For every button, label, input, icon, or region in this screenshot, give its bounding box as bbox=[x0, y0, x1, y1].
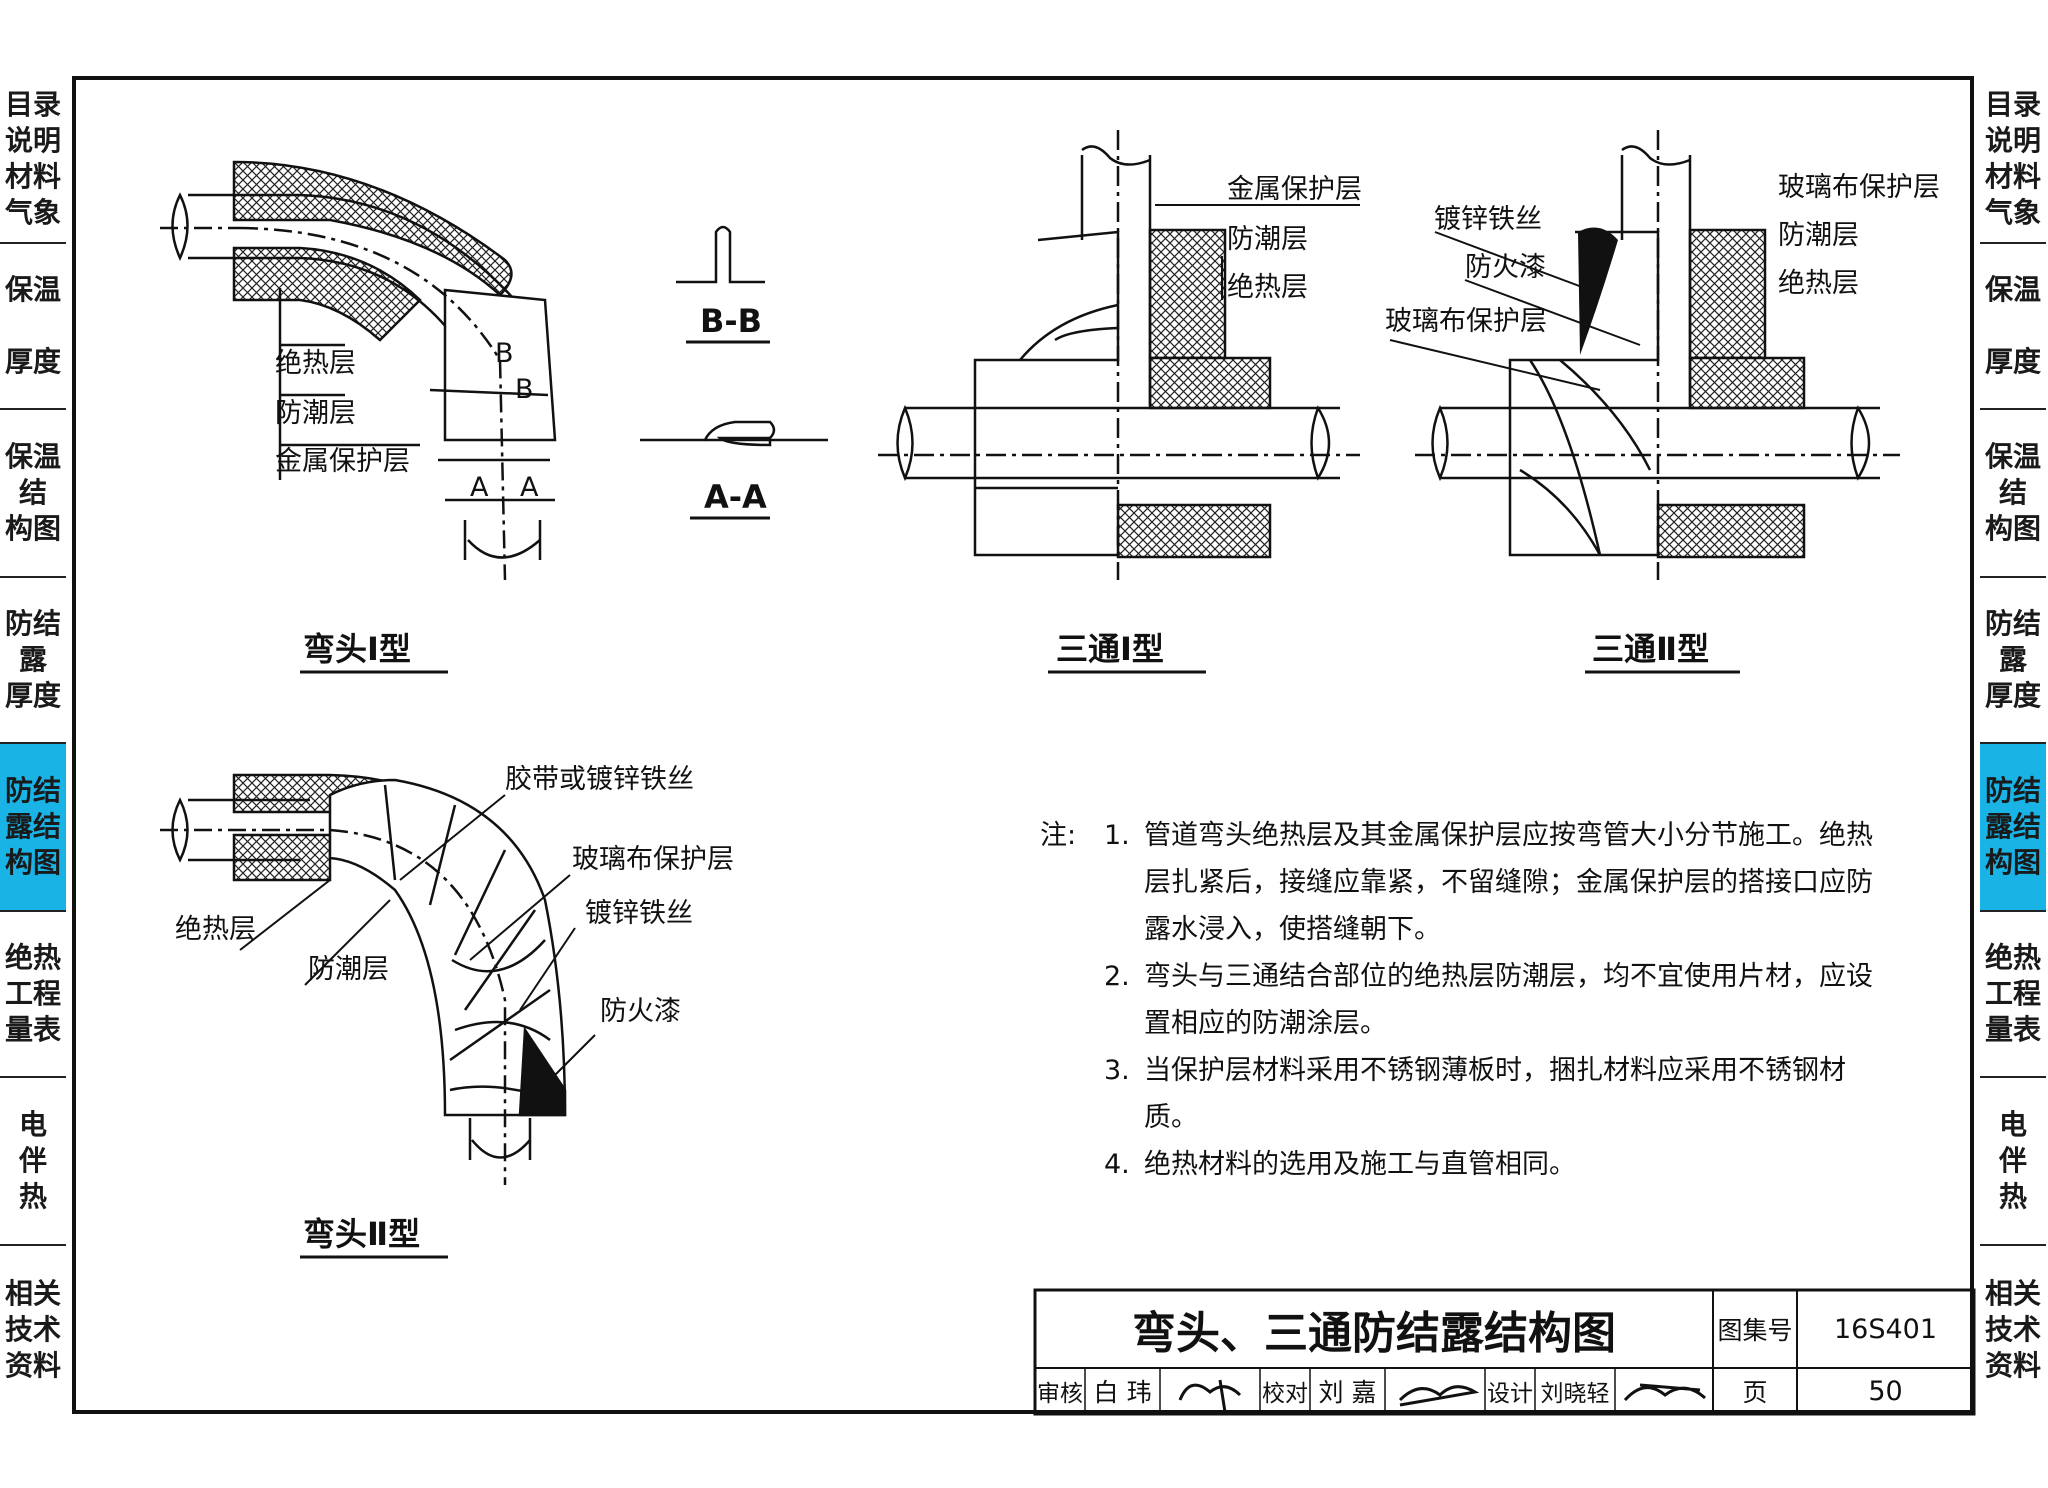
sidebar-tab-electric-tracing-right[interactable]: 电 伴 热 bbox=[1980, 1078, 2046, 1246]
section-aa-label: A-A bbox=[704, 478, 767, 516]
designer-name: 刘晓轻 bbox=[1540, 1381, 1610, 1407]
elbow1-section-mark-b1: B bbox=[495, 338, 514, 369]
elbow1-insulation-label: 绝热层 bbox=[275, 348, 356, 379]
tee2-glass-right-label: 玻璃布保护层 bbox=[1778, 172, 1940, 203]
note-1-number: 1. bbox=[1104, 820, 1130, 851]
elbow1-section-mark-b2: B bbox=[515, 374, 534, 405]
title-block-grid bbox=[1033, 1288, 1976, 1416]
sidebar-tab-electric-tracing[interactable]: 电 伴 热 bbox=[0, 1078, 66, 1246]
elbow1-metal-label: 金属保护层 bbox=[275, 446, 410, 477]
tee2-title: 三通Ⅱ型 bbox=[1592, 630, 1709, 668]
elbow1-section-mark-a2: A bbox=[520, 472, 539, 503]
sidebar-tab-related-docs-right[interactable]: 相关 技术 资料 bbox=[1984, 1277, 2041, 1382]
tee2-glass-left-label: 玻璃布保护层 bbox=[1385, 306, 1547, 337]
sidebar-tab-quantity-table[interactable]: 绝热 工程 量表 bbox=[0, 912, 66, 1078]
checker-name: 刘 嘉 bbox=[1318, 1378, 1377, 1407]
drawing-title: 弯头、三通防结露结构图 bbox=[1132, 1308, 1616, 1359]
tee1-insulation-label: 绝热层 bbox=[1227, 272, 1308, 303]
section-details bbox=[640, 225, 828, 447]
sidebar-tab-anticondensation-structure-right[interactable]: 防结 露结 构图 bbox=[1980, 744, 2046, 912]
tee2-moisture-label: 防潮层 bbox=[1778, 220, 1859, 251]
atlas-label: 图集号 bbox=[1717, 1316, 1793, 1345]
elbow2-paint-label: 防火漆 bbox=[600, 996, 681, 1027]
note-4-text: 绝热材料的选用及施工与直管相同。 bbox=[1144, 1149, 1576, 1180]
tee2-paint-label: 防火漆 bbox=[1465, 252, 1546, 283]
elbow2-insulation-label: 绝热层 bbox=[175, 914, 256, 945]
elbow-type1-drawing bbox=[160, 160, 557, 581]
note-2-text: 弯头与三通结合部位的绝热层防潮层，均不宜使用片材，应设置相应的防潮涂层。 bbox=[1144, 961, 1873, 1039]
signature-marks bbox=[1178, 1379, 1707, 1413]
tee2-wire-label: 镀锌铁丝 bbox=[1434, 204, 1542, 235]
atlas-number: 16S401 bbox=[1833, 1313, 1938, 1345]
sidebar-tab-insulation-structure[interactable]: 保温 结 构图 bbox=[0, 410, 66, 578]
check-label: 校对 bbox=[1262, 1381, 1308, 1407]
tee-type2-drawing bbox=[1415, 130, 1900, 580]
tee2-insulation-label: 绝热层 bbox=[1778, 268, 1859, 299]
tee2-fire-paint-patch bbox=[1578, 227, 1618, 355]
sidebar-tab-contents[interactable]: 目录 说明 材料 气象 bbox=[0, 76, 66, 244]
elbow-type2-drawing bbox=[160, 773, 567, 1185]
elbow1-moisture-label: 防潮层 bbox=[275, 398, 356, 429]
tee1-moisture-label: 防潮层 bbox=[1227, 224, 1308, 255]
note-1-text: 管道弯头绝热层及其金属保护层应按弯管大小分节施工。绝热层扎紧后，接缝应靠紧，不留… bbox=[1144, 820, 1873, 945]
notes-lead: 注: bbox=[1040, 820, 1077, 851]
drawing-frame bbox=[72, 76, 1974, 1414]
elbow2-tape-label: 胶带或镀锌铁丝 bbox=[505, 764, 694, 795]
note-3-number: 3. bbox=[1104, 1055, 1130, 1086]
section-bb-label: B-B bbox=[700, 302, 762, 340]
sidebar-tab-contents-right[interactable]: 目录 说明 材料 气象 bbox=[1980, 76, 2046, 244]
sidebar-tab-insulation-structure-right[interactable]: 保温 结 构图 bbox=[1980, 410, 2046, 578]
tee1-title: 三通Ⅰ型 bbox=[1056, 630, 1164, 668]
tee-type1-drawing bbox=[878, 130, 1360, 580]
elbow2-glass-label: 玻璃布保护层 bbox=[572, 844, 734, 875]
note-4-number: 4. bbox=[1104, 1149, 1130, 1180]
elbow2-title: 弯头Ⅱ型 bbox=[303, 1215, 420, 1253]
sidebar-tab-quantity-table-right[interactable]: 绝热 工程 量表 bbox=[1980, 912, 2046, 1078]
page-label: 页 bbox=[1742, 1378, 1768, 1407]
note-3-text: 当保护层材料采用不锈钢薄板时，捆扎材料应采用不锈钢材质。 bbox=[1144, 1055, 1846, 1133]
sidebar-tab-insulation-thickness-right[interactable]: 保温 厚度 bbox=[1980, 244, 2046, 410]
design-label: 设计 bbox=[1487, 1381, 1533, 1407]
elbow2-wire-label: 镀锌铁丝 bbox=[585, 898, 693, 929]
reviewer-name: 白 玮 bbox=[1093, 1378, 1152, 1407]
sidebar-tab-related-docs[interactable]: 相关 技术 资料 bbox=[4, 1277, 61, 1382]
review-label: 审核 bbox=[1037, 1381, 1083, 1407]
sidebar-tab-anticondensation-thickness[interactable]: 防结 露 厚度 bbox=[0, 578, 66, 744]
note-2-number: 2. bbox=[1104, 961, 1130, 992]
sidebar-tab-anticondensation-thickness-right[interactable]: 防结 露 厚度 bbox=[1980, 578, 2046, 744]
page-number: 50 bbox=[1868, 1375, 1903, 1407]
sidebar-tab-anticondensation-structure[interactable]: 防结 露结 构图 bbox=[0, 744, 66, 912]
tee1-metal-label: 金属保护层 bbox=[1227, 174, 1362, 205]
elbow1-section-mark-a1: A bbox=[470, 472, 489, 503]
notes-block: 注: 1. 管道弯头绝热层及其金属保护层应按弯管大小分节施工。绝热层扎紧后，接缝… bbox=[1040, 812, 1880, 1188]
sidebar-tab-insulation-thickness[interactable]: 保温 厚度 bbox=[0, 244, 66, 410]
elbow2-moisture-label: 防潮层 bbox=[308, 954, 389, 985]
elbow1-title: 弯头Ⅰ型 bbox=[303, 630, 411, 668]
